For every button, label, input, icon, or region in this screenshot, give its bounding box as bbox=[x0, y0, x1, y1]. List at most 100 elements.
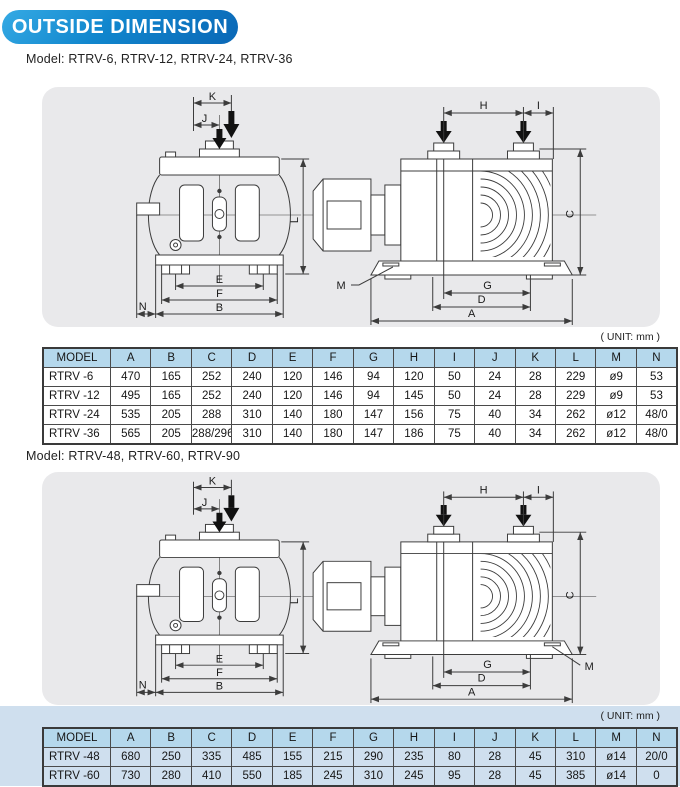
section-title-badge: OUTSIDE DIMENSION bbox=[2, 10, 238, 44]
dim-label-d: D bbox=[478, 294, 486, 306]
value-cell: 470 bbox=[109, 367, 152, 387]
value-cell: 215 bbox=[312, 747, 354, 767]
column-header: E bbox=[271, 727, 314, 748]
model-cell: RTRV -36 bbox=[42, 424, 111, 445]
dim-label-n: N bbox=[139, 680, 147, 692]
value-cell: 24 bbox=[474, 367, 516, 387]
dimension-diagram-panel-1: K J L E F B N H I C G D A M bbox=[42, 87, 660, 327]
value-cell: 53 bbox=[635, 386, 678, 406]
value-cell: 155 bbox=[271, 747, 314, 767]
value-cell: 80 bbox=[433, 747, 476, 767]
value-cell: 94 bbox=[352, 386, 395, 406]
unit-note-1: ( UNIT: mm ) bbox=[600, 331, 661, 343]
dim-label-f: F bbox=[216, 288, 223, 300]
value-cell: 186 bbox=[393, 424, 435, 445]
column-header: G bbox=[352, 727, 395, 748]
value-cell: 50 bbox=[433, 386, 476, 406]
dim-label-h: H bbox=[480, 100, 488, 112]
value-cell: 240 bbox=[231, 367, 273, 387]
m-leader-line bbox=[351, 266, 394, 286]
dim-label-e: E bbox=[216, 653, 223, 665]
model-cell: RTRV -24 bbox=[42, 405, 111, 425]
pump-outline-drawing-large-models: K J L E F B N H I C G D A M bbox=[42, 476, 660, 705]
dimension-diagram-panel-2: K J L E F B N H I C G D A M bbox=[42, 472, 660, 705]
value-cell: 252 bbox=[190, 367, 233, 387]
value-cell: 75 bbox=[433, 424, 476, 445]
column-header: J bbox=[474, 727, 516, 748]
value-cell: 310 bbox=[554, 747, 597, 767]
value-cell: 205 bbox=[150, 405, 192, 425]
value-cell: 485 bbox=[231, 747, 273, 767]
model-list-label-1: Model: RTRV-6, RTRV-12, RTRV-24, RTRV-36 bbox=[26, 52, 293, 66]
dim-label-b: B bbox=[216, 681, 223, 693]
value-cell: 385 bbox=[554, 766, 597, 787]
column-header: F bbox=[312, 347, 354, 368]
value-cell: 310 bbox=[231, 424, 273, 445]
dim-label-k: K bbox=[209, 476, 217, 488]
value-cell: 680 bbox=[109, 747, 152, 767]
value-cell: 235 bbox=[393, 747, 435, 767]
column-header: K bbox=[514, 347, 556, 368]
value-cell: 53 bbox=[635, 367, 678, 387]
dim-label-g: G bbox=[483, 659, 492, 671]
value-cell: 45 bbox=[514, 766, 556, 787]
value-cell: 120 bbox=[271, 367, 314, 387]
value-cell: 147 bbox=[352, 405, 395, 425]
value-cell: 48/0 bbox=[635, 424, 678, 445]
column-header: C bbox=[190, 347, 233, 368]
value-cell: 288/296 bbox=[190, 424, 233, 445]
value-cell: ø12 bbox=[595, 424, 637, 445]
column-header: B bbox=[150, 727, 192, 748]
value-cell: 165 bbox=[150, 367, 192, 387]
value-cell: 120 bbox=[271, 386, 314, 406]
dim-label-l: L bbox=[289, 598, 301, 604]
column-header: A bbox=[109, 727, 152, 748]
m-leader-line bbox=[552, 646, 581, 666]
value-cell: 335 bbox=[190, 747, 233, 767]
column-header: L bbox=[554, 347, 597, 368]
side-view-drawing bbox=[303, 491, 596, 703]
column-header: L bbox=[554, 727, 597, 748]
value-cell: 290 bbox=[352, 747, 395, 767]
column-header: H bbox=[393, 727, 435, 748]
value-cell: 495 bbox=[109, 386, 152, 406]
value-cell: 34 bbox=[514, 405, 556, 425]
column-header-model: MODEL bbox=[42, 347, 111, 368]
pump-outline-drawing-small-models: K J L E F B N H I C G D A M bbox=[42, 91, 660, 327]
value-cell: 165 bbox=[150, 386, 192, 406]
value-cell: 229 bbox=[554, 367, 597, 387]
dim-label-d: D bbox=[478, 673, 486, 685]
value-cell: 48/0 bbox=[635, 405, 678, 425]
value-cell: 310 bbox=[352, 766, 395, 787]
value-cell: 34 bbox=[514, 424, 556, 445]
value-cell: 550 bbox=[231, 766, 273, 787]
dim-label-g: G bbox=[483, 280, 492, 292]
dim-label-f: F bbox=[216, 667, 223, 679]
value-cell: ø12 bbox=[595, 405, 637, 425]
value-cell: 140 bbox=[271, 424, 314, 445]
value-cell: 205 bbox=[150, 424, 192, 445]
value-cell: 288 bbox=[190, 405, 233, 425]
value-cell: 28 bbox=[474, 766, 516, 787]
dim-label-m: M bbox=[336, 280, 345, 292]
page-title: OUTSIDE DIMENSION bbox=[11, 15, 229, 38]
value-cell: 45 bbox=[514, 747, 556, 767]
value-cell: ø14 bbox=[595, 747, 637, 767]
value-cell: 156 bbox=[393, 405, 435, 425]
column-header: M bbox=[595, 347, 637, 368]
value-cell: 75 bbox=[433, 405, 476, 425]
model-cell: RTRV -60 bbox=[42, 766, 111, 787]
value-cell: 28 bbox=[514, 386, 556, 406]
value-cell: 310 bbox=[231, 405, 273, 425]
column-header: K bbox=[514, 727, 556, 748]
dim-label-i: I bbox=[537, 100, 540, 112]
column-header-model: MODEL bbox=[42, 727, 111, 748]
value-cell: ø14 bbox=[595, 766, 637, 787]
column-header: G bbox=[352, 347, 395, 368]
